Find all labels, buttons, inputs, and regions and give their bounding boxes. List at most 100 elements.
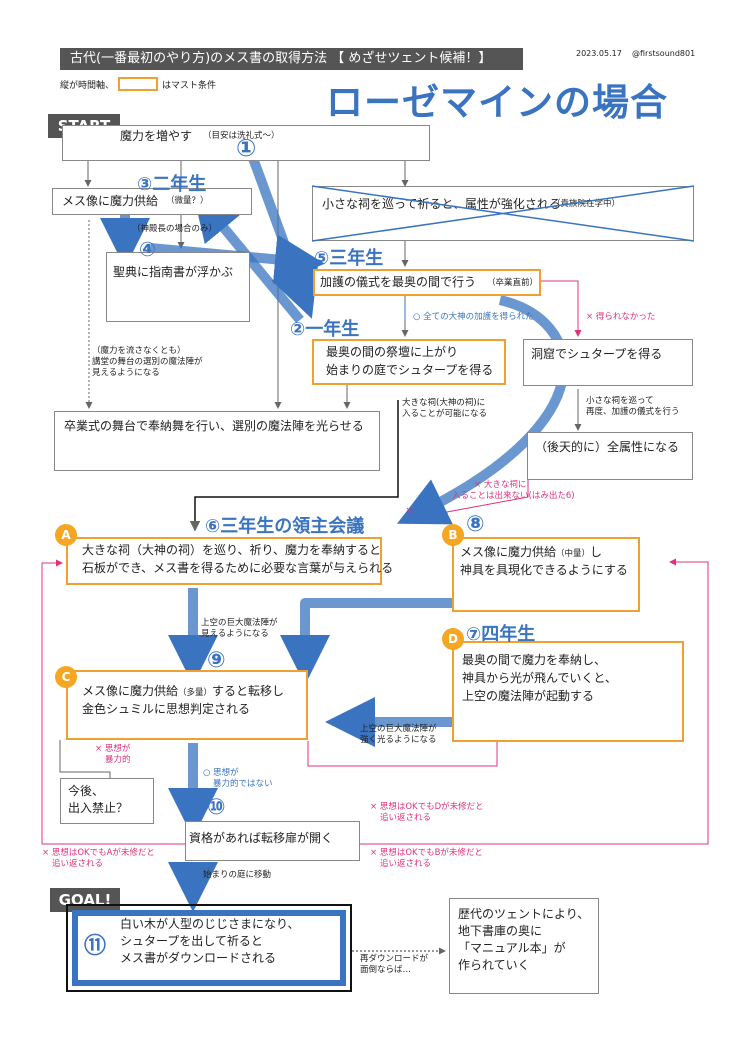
mana-label: 魔力を増やす: [120, 129, 193, 143]
box-b-text1b: し: [590, 545, 603, 559]
sky-visible-line2: 見えるようになる: [201, 629, 269, 640]
circle-c: C: [55, 666, 77, 688]
ritual-label: 加護の儀式を最奥の間で行う: [320, 275, 477, 289]
big-shrine-line2: 入ることが可能になる: [402, 409, 488, 420]
history-line2: 地下書庫の奥に: [458, 924, 543, 938]
ok-a-line2: 追い返される: [52, 859, 104, 870]
bible-label: 聖典に指南書が浮かぶ: [113, 265, 234, 279]
violent-note: × 思想が 暴力的: [95, 744, 131, 766]
again-line1: 小さな祠を巡って: [586, 396, 654, 406]
cave-box: [523, 339, 693, 386]
ok-b-line2: 追い返される: [380, 859, 432, 870]
step-2-first-year: ②一年生: [290, 319, 360, 340]
not-violent-line2: 暴力的ではない: [213, 779, 273, 790]
box-d-line3: 上空の魔法陣が起動する: [462, 689, 595, 703]
inner-room-line2: 始まりの庭でシュタープを得る: [326, 363, 494, 377]
box-c-line1: メス像に魔力供給（多量）すると転移し: [82, 683, 284, 699]
no-flow-line1: （魔力を流さなくとも）: [92, 346, 186, 356]
all-attribute-label: （後天的に）全属性になる: [535, 440, 680, 454]
author-label: @firstsound801: [632, 49, 696, 58]
no-flow-line3: 見えるようになる: [92, 368, 160, 379]
box-b-line2: 神具を具現化できるようにする: [460, 563, 628, 577]
graduation-label: 卒業式の舞台で奉納舞を行い、選別の魔法陣を光らせる: [64, 419, 364, 433]
circle-a: A: [55, 524, 77, 546]
goal-line2: シュタープを出して祈ると: [120, 934, 263, 948]
box-c-note: （多量）: [178, 688, 213, 698]
circle-d: D: [442, 628, 464, 650]
mes-supply-box: [52, 188, 252, 215]
step-4: ④: [139, 237, 156, 261]
title-bar: [60, 48, 523, 70]
door-label: 資格があれば転移扉が開く: [189, 831, 334, 845]
garden-note: 始まりの庭に移動: [203, 870, 272, 880]
all-gods-note: ○ 全ての大神の加護を得られた: [413, 312, 534, 322]
banned-box: [60, 778, 154, 824]
redownload-line1: 再ダウンロードが: [360, 954, 429, 964]
inner-room-line1: 最奥の間の祭壇に上がり: [326, 345, 459, 359]
shrines-box: [312, 186, 694, 241]
step-8: ⑧: [466, 512, 485, 537]
shrines-note: （貴族院在学中）: [552, 199, 621, 209]
box-c-text1b: すると転移し: [212, 684, 285, 698]
ok-a-note: × 思想はOKでもAが未修だと 追い返される: [42, 848, 155, 870]
mes-supply-label: メス像に魔力供給: [62, 194, 159, 208]
cant-enter-line2: 入ることは出来ない(はみ出た6): [452, 491, 575, 502]
arrow-2-to-3: [192, 189, 304, 324]
no-flow-note: （魔力を流さなくとも） 講堂の舞台の選別の魔法陣が 見えるようになる: [92, 346, 203, 379]
not-violent-line1: ○ 思想が: [203, 768, 239, 778]
graduation-box: [54, 411, 380, 471]
violent-line2: 暴力的: [105, 755, 131, 766]
ok-a-line1: × 思想はOKでもAが未修だと: [42, 848, 155, 858]
circle-b: B: [442, 524, 464, 546]
big-shrine-note: 大きな祠(大神の祠)に 入ることが可能になる: [402, 398, 487, 420]
ok-d-line1: × 思想はOKでもDが未修だと: [370, 802, 484, 812]
step-7-fourth-year: ⑦四年生: [466, 624, 536, 645]
sky-visible-line1: 上空の巨大魔法陣が: [201, 618, 278, 628]
arrow-b-to-c: [280, 598, 452, 685]
redownload-line2: 面倒ならば…: [360, 965, 412, 976]
history-box: [449, 898, 599, 994]
cant-enter-line1: × 大きな祠に: [474, 480, 527, 490]
legend-must: はマスト条件: [162, 81, 217, 91]
sky-strong-line1: 上空の巨大魔法陣が: [360, 724, 437, 734]
ok-b-note: × 思想はOKでもBが未修だと 追い返される: [370, 848, 483, 870]
step-11: ⑪: [84, 934, 107, 959]
not-all-note: × 得られなかった: [586, 312, 656, 322]
banned-line1: 今後、: [68, 784, 105, 798]
inner-room-box: [312, 339, 506, 385]
archduke-note: （神殿長の場合のみ）: [132, 224, 218, 234]
no-flow-line2: 講堂の舞台の選別の魔法陣が: [92, 357, 203, 368]
mes-supply-note: （微量？）: [166, 196, 209, 206]
violent-line1: × 思想が: [95, 744, 131, 754]
box-d-line2: 神具から光が飛んでいくと、: [462, 671, 617, 685]
not-violent-note: ○ 思想が 暴力的ではない: [203, 768, 273, 790]
box-b-note: （中量）: [556, 549, 591, 559]
goal-box-inner: [72, 910, 346, 986]
banned-line2: 出入禁止？: [68, 801, 129, 815]
box-a: [66, 537, 382, 585]
box-c-text1: メス像に魔力供給: [82, 684, 179, 698]
mana-box: [62, 125, 430, 161]
history-line4: 作られていく: [458, 958, 530, 972]
ok-d-line2: 追い返される: [380, 813, 432, 824]
mana-note: （目安は洗礼式〜）: [203, 131, 280, 141]
goal-line1: 白い木が人型のじじさまになり、: [120, 917, 300, 931]
box-b-line1: メス像に魔力供給（中量）し: [460, 544, 602, 560]
step-3-second-year: ③二年生: [137, 174, 207, 195]
shrines-label: 小さな祠を巡って祈ると、属性が強化される: [322, 197, 561, 211]
step-1: ①: [236, 134, 257, 162]
box-c-line2: 金色シュミルに思想判定される: [82, 702, 251, 716]
cave-label: 洞窟でシュタープを得る: [531, 347, 663, 361]
step-5-third-year: ⑤三年生: [314, 248, 384, 269]
cant-enter-note: × 大きな祠に 入ることは出来ない(はみ出た6): [452, 480, 575, 502]
again-line2: 再度、加護の儀式を行う: [586, 407, 680, 418]
box-a-line1: 大きな祠（大神の祠）を巡り、祈り、魔力を奉納すると: [82, 543, 382, 557]
box-b: [452, 537, 640, 612]
step-9: ⑨: [207, 648, 226, 673]
page-title: 古代(一番最初のやり方)のメス書の取得方法 【 めざせツェント候補！】: [70, 51, 492, 66]
ok-b-line1: × 思想はOKでもBが未修だと: [370, 848, 483, 858]
box-c: [66, 670, 308, 740]
again-note: 小さな祠を巡って 再度、加護の儀式を行う: [586, 396, 680, 418]
goal-box-outer: [66, 904, 352, 992]
sky-strong-line2: 強く光るようになる: [360, 735, 437, 746]
